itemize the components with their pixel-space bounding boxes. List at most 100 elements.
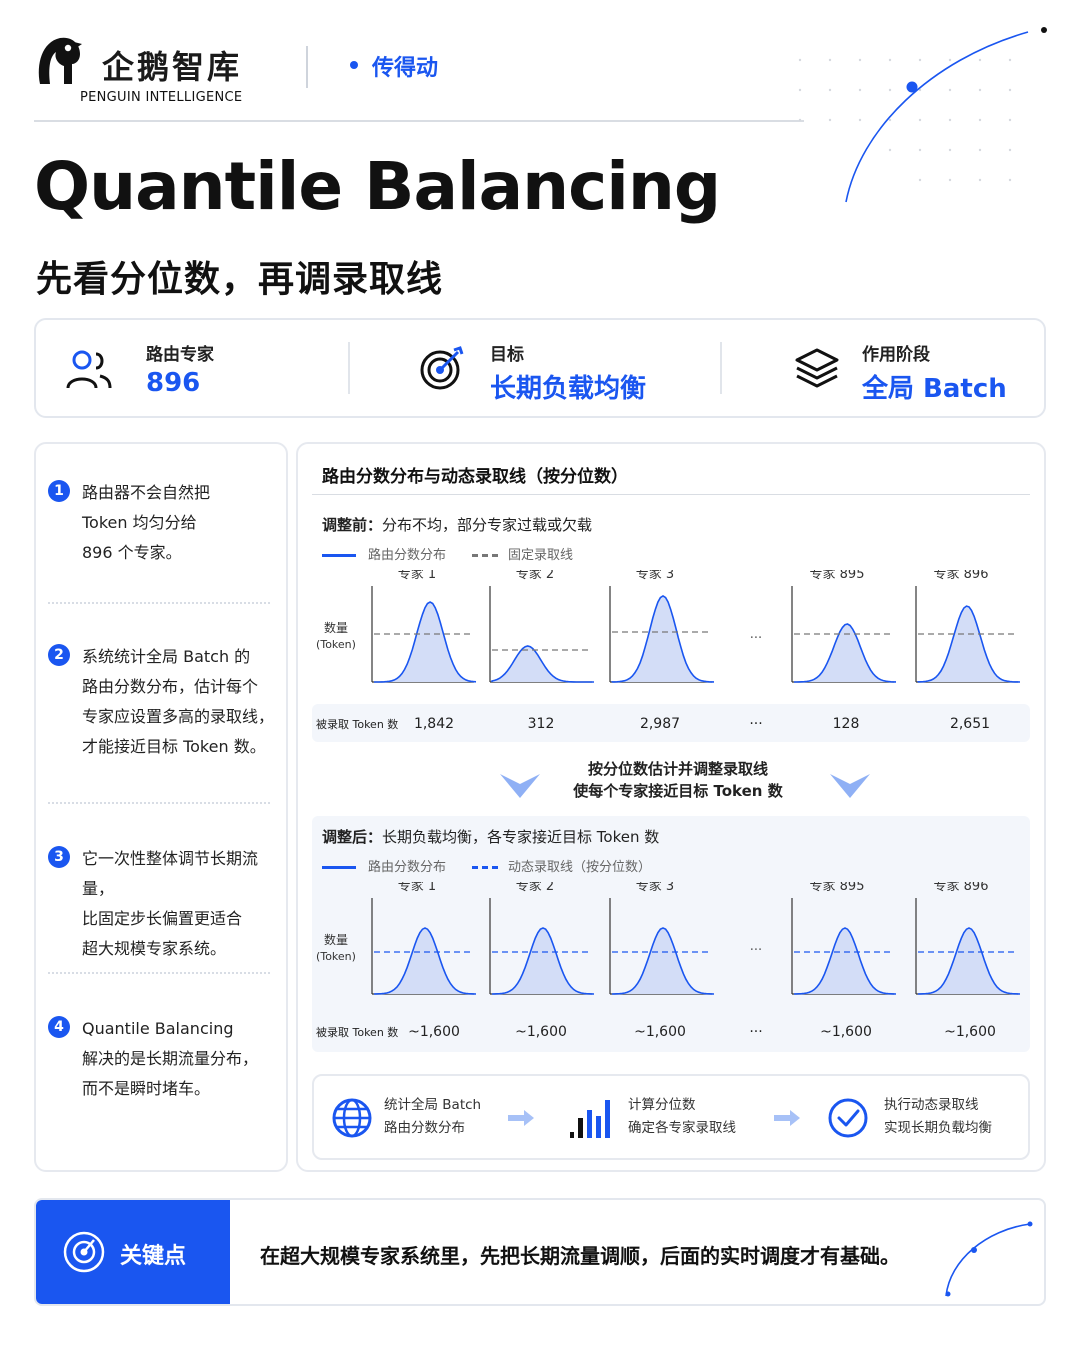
tagline-dot-icon bbox=[350, 61, 358, 69]
brand-name-en: PENGUIN INTELLIGENCE bbox=[80, 90, 243, 105]
step-text: 路由器不会自然把 Token 均匀分给 896 个专家。 bbox=[82, 483, 211, 562]
right-arrow-icon bbox=[774, 1110, 800, 1126]
info-item-stage: 作用阶段 全局 Batch bbox=[792, 320, 1042, 416]
distribution-curve bbox=[917, 927, 1021, 995]
expert-label: 专家 2 bbox=[516, 882, 554, 894]
page-title: Quantile Balancing bbox=[34, 148, 721, 225]
panel-title: 路由分数分布与动态录取线（按分位数） bbox=[322, 467, 628, 487]
step-divider bbox=[48, 972, 270, 974]
flow-step-desc: 确定各专家录取线 bbox=[628, 1120, 736, 1136]
key-point-text: 在超大规模专家系统里，先把长期流量调顺，后面的实时调度才有基础。 bbox=[260, 1244, 900, 1268]
distribution-area bbox=[612, 596, 714, 682]
ellipsis: ··· bbox=[750, 631, 762, 646]
legend-dash-icon bbox=[472, 866, 499, 869]
after-count-row-values: 被录取 Token 数~1,600~1,600~1,600···~1,600~1… bbox=[316, 1024, 996, 1040]
header-rule bbox=[34, 120, 804, 122]
down-arrow-icon bbox=[830, 774, 870, 798]
after-legend: 路由分数分布 动态录取线（按分位数） bbox=[322, 856, 651, 875]
before-heading-label: 调整前： bbox=[322, 516, 383, 534]
distribution-curve bbox=[373, 927, 477, 995]
info-label-stage: 作用阶段 bbox=[862, 345, 930, 365]
penguin-logo-icon bbox=[38, 37, 82, 84]
distribution-area bbox=[918, 928, 1020, 994]
distribution-curve bbox=[793, 927, 897, 995]
admitted-row-label: 被录取 Token 数 bbox=[316, 1026, 398, 1039]
key-point-label-block: 关键点 bbox=[36, 1200, 230, 1304]
flow-step-desc: 实现长期负载均衡 bbox=[884, 1120, 992, 1136]
admitted-count: ~1,600 bbox=[944, 1024, 996, 1040]
after-section: 调整后：长期负载均衡，各专家接近目标 Token 数 路由分数分布 动态录取线（按… bbox=[312, 816, 1030, 1052]
admitted-count: 128 bbox=[833, 716, 860, 732]
admitted-count: ··· bbox=[749, 716, 762, 732]
flow-step-3: 执行动态录取线 实现长期负载均衡 bbox=[884, 1094, 992, 1140]
y-axis-label: 数量 bbox=[324, 620, 348, 635]
info-separator bbox=[720, 342, 722, 394]
page-subtitle: 先看分位数，再调录取线 bbox=[36, 259, 444, 300]
info-value-goal: 长期负载均衡 bbox=[490, 374, 647, 404]
info-item-experts: 路由专家 896 bbox=[60, 320, 360, 416]
before-section: 调整前：分布不均，部分专家过载或欠载 路由分数分布固定录取线 数量(Token)… bbox=[312, 504, 1030, 742]
step-number: 3 bbox=[48, 846, 70, 868]
distribution-curve bbox=[611, 595, 714, 683]
y-axis-unit: (Token) bbox=[316, 638, 356, 651]
distribution-area bbox=[492, 928, 594, 994]
admitted-count: ~1,600 bbox=[515, 1024, 567, 1040]
before-heading-text: 分布不均，部分专家过载或欠载 bbox=[382, 516, 593, 534]
step-text: 系统统计全局 Batch 的 路由分数分布，估计每个 专家应设置多高的录取线， … bbox=[82, 647, 275, 756]
down-arrow-icon bbox=[500, 774, 540, 798]
adjust-caption: 按分位数估计并调整录取线 使每个专家接近目标 Token 数 bbox=[538, 758, 818, 802]
header-divider bbox=[306, 46, 308, 88]
before-heading: 调整前：分布不均，部分专家过载或欠载 bbox=[322, 514, 592, 535]
expert-label: 专家 2 bbox=[516, 570, 554, 582]
info-separator bbox=[348, 342, 350, 394]
legend-label-distribution: 路由分数分布 bbox=[368, 860, 447, 875]
decorative-arc-icon bbox=[798, 27, 1047, 203]
panel-rule bbox=[312, 494, 1030, 495]
flow-step-1: 统计全局 Batch 路由分数分布 bbox=[384, 1094, 481, 1140]
key-point-label: 关键点 bbox=[120, 1244, 187, 1269]
step-text: Quantile Balancing 解决的是长期流量分布， 而不是瞬时堵车。 bbox=[82, 1019, 259, 1098]
admitted-count: 312 bbox=[528, 716, 555, 732]
flow-step-title: 执行动态录取线 bbox=[884, 1097, 979, 1113]
admitted-count: ~1,600 bbox=[820, 1024, 872, 1040]
y-axis-label: 数量 bbox=[324, 932, 348, 947]
legend-label-distribution: 路由分数分布 bbox=[368, 548, 447, 563]
expert-label: 专家 895 bbox=[810, 570, 865, 582]
flow-step-desc: 路由分数分布 bbox=[384, 1120, 465, 1136]
distribution-curve bbox=[491, 645, 594, 683]
step-divider bbox=[48, 602, 270, 604]
distribution-curve bbox=[374, 601, 477, 683]
admitted-count: 2,651 bbox=[950, 716, 990, 732]
users-icon bbox=[66, 350, 112, 389]
info-label-goal: 目标 bbox=[490, 345, 524, 365]
distribution-area bbox=[374, 602, 476, 682]
legend-line-icon bbox=[322, 866, 356, 869]
bar-chart-icon bbox=[570, 1100, 610, 1138]
y-axis-unit: (Token) bbox=[316, 950, 356, 963]
admitted-count: ··· bbox=[749, 1024, 762, 1040]
admitted-count: 1,842 bbox=[414, 716, 454, 732]
step-divider bbox=[48, 802, 270, 804]
after-heading-label: 调整后： bbox=[322, 828, 383, 846]
step-number: 2 bbox=[48, 644, 70, 666]
globe-icon bbox=[332, 1098, 372, 1138]
info-label-experts: 路由专家 bbox=[146, 345, 214, 365]
expert-label: 专家 896 bbox=[934, 570, 989, 582]
step-text: 它一次性整体调节长期流量， 比固定步长偏置更适合 超大规模专家系统。 bbox=[82, 849, 259, 958]
steps-panel: 1 路由器不会自然把 Token 均匀分给 896 个专家。 2 系统统计全局 … bbox=[34, 442, 288, 1172]
distribution-area bbox=[918, 606, 1020, 682]
expert-label: 专家 3 bbox=[636, 882, 674, 894]
after-heading-text: 长期负载均衡，各专家接近目标 Token 数 bbox=[382, 828, 660, 846]
distribution-curve bbox=[794, 623, 896, 683]
adjust-caption-line-2: 使每个专家接近目标 Token 数 bbox=[573, 782, 783, 800]
distribution-curve bbox=[917, 605, 1021, 683]
legend-label-threshold: 动态录取线（按分位数） bbox=[508, 860, 652, 875]
admitted-count: ~1,600 bbox=[408, 1024, 460, 1040]
target-icon bbox=[420, 346, 464, 390]
legend-dash-icon bbox=[472, 554, 499, 557]
info-value-experts: 896 bbox=[146, 368, 201, 398]
decorative-arc-icon bbox=[945, 1221, 1033, 1297]
header: 企鹅智库 PENGUIN INTELLIGENCE 传得动 bbox=[34, 34, 804, 124]
